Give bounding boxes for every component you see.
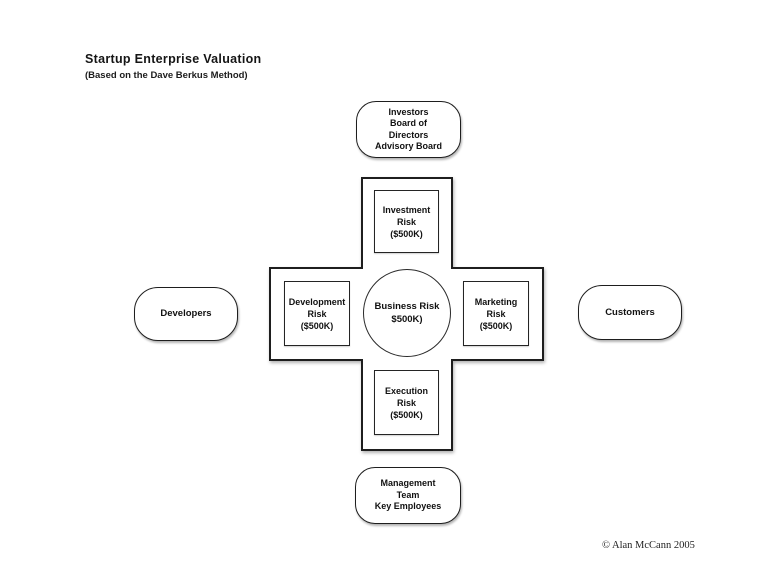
- stakeholder-line: Investors: [388, 106, 429, 117]
- execution-risk-box: Execution Risk ($500K): [374, 370, 439, 435]
- risk-value-line: ($500K): [390, 409, 423, 420]
- risk-label-line: Risk: [396, 397, 416, 408]
- page-subtitle: (Based on the Dave Berkus Method): [85, 70, 248, 81]
- risk-label-line: Marketing: [474, 296, 518, 307]
- stakeholder-line: Customers: [605, 306, 655, 318]
- risk-value-line: ($500K): [390, 228, 423, 239]
- investors-stakeholder-pill: Investors Board of Directors Advisory Bo…: [356, 101, 461, 158]
- marketing-risk-box: Marketing Risk ($500K): [463, 281, 529, 346]
- risk-label-line: Risk: [396, 216, 416, 227]
- stakeholder-line: Developers: [160, 308, 212, 320]
- stakeholder-line: Board of: [390, 118, 427, 128]
- stakeholder-line: Team: [396, 489, 420, 500]
- stakeholder-line: Management: [380, 478, 436, 489]
- copyright-text: © Alan McCann 2005: [602, 540, 695, 551]
- risk-label-line: Investment: [382, 204, 431, 215]
- stakeholder-line: Directors: [388, 129, 429, 140]
- risk-value-line: $500K): [391, 314, 423, 325]
- risk-label-line: Risk: [307, 308, 327, 319]
- risk-value-line: ($500K): [479, 320, 513, 331]
- risk-label-line: Development: [288, 296, 346, 307]
- stakeholder-line: Key Employees: [374, 501, 442, 512]
- management-stakeholder-pill: Management Team Key Employees: [355, 467, 461, 524]
- header: Startup Enterprise Valuation (Based on t…: [85, 52, 262, 81]
- risk-value-line: ($500K): [300, 320, 334, 331]
- development-risk-box: Development Risk ($500K): [284, 281, 350, 346]
- risk-label-line: Execution: [384, 385, 428, 396]
- customers-stakeholder-pill: Customers: [578, 285, 682, 340]
- investment-risk-box: Investment Risk ($500K): [374, 190, 439, 253]
- developers-stakeholder-pill: Developers: [134, 287, 238, 341]
- risk-label-line: Business Risk: [374, 301, 440, 312]
- business-risk-circle: Business Risk $500K): [363, 269, 451, 357]
- page-title: Startup Enterprise Valuation: [85, 52, 262, 66]
- risk-label-line: Risk: [486, 308, 506, 319]
- stakeholder-line: Advisory Board: [374, 141, 443, 151]
